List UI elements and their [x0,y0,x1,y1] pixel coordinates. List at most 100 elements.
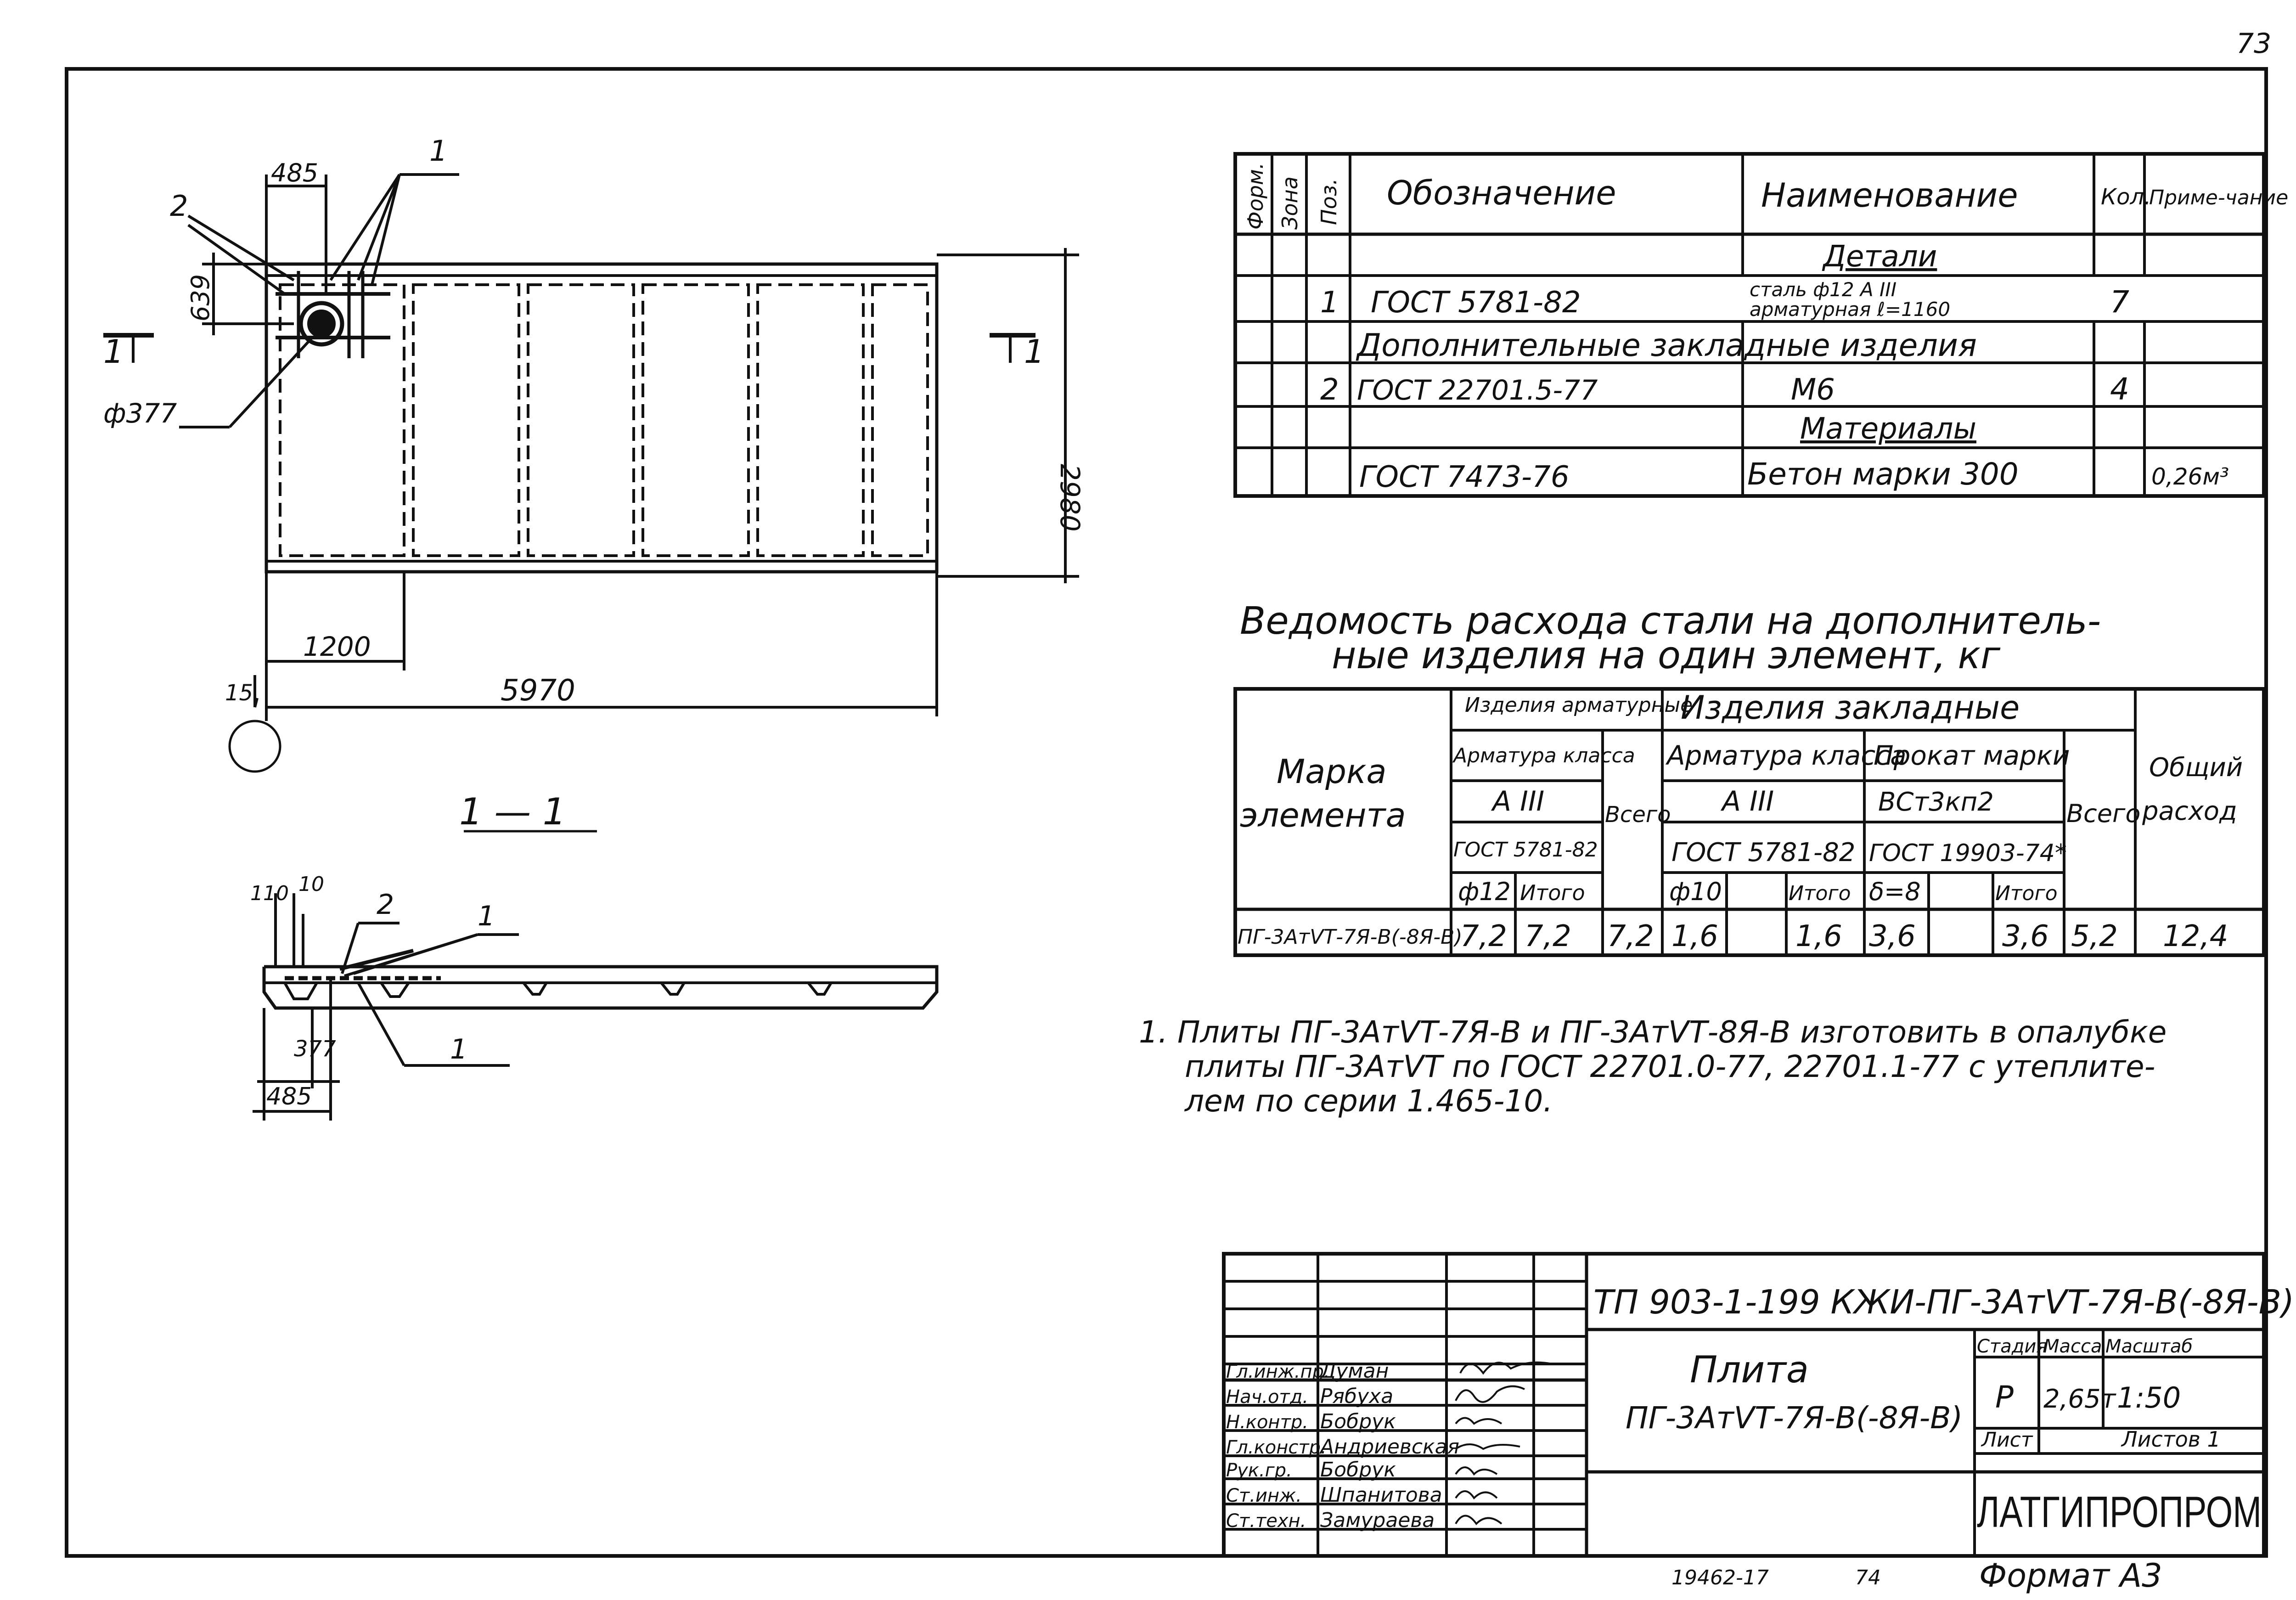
steel-arm-d12: ф12 [1458,877,1511,906]
spec-header-note: Приме-чание [2149,186,2288,209]
note-line-2: плиты ПГ-3АтVТ по ГОСТ 22701.0-77, 22701… [1185,1049,2155,1084]
tb-mass: 2,65т [2043,1384,2116,1414]
steel-row-vsego2: 5,2 [2071,919,2118,953]
note-line-1: 1. Плиты ПГ-3АтVТ-7Я-В и ПГ-3АтVТ-8Я-В и… [1139,1014,2167,1050]
tb-staff-role: Рук.гр. [1226,1460,1292,1481]
callout-1-plan: 1 [429,134,447,168]
tb-staff: Гл.инж.пр.ДуманНач.отд.РябухаН.контр.Боб… [1226,1359,1459,1532]
tb-sheets-label: Листов 1 [2121,1427,2221,1452]
spec-row2-name: М6 [1791,373,1835,407]
spec-section-extra: Дополнительные закладные изделия [1356,327,1977,364]
steel-row-arm-d12: 7,2 [1460,919,1507,953]
dim-5970: 5970 [501,674,575,708]
section-view [253,893,939,1121]
steel-emb-arm-d10: ф10 [1669,877,1722,906]
tb-staff-role: Нач.отд. [1226,1386,1308,1408]
callout-1b-section: 1 [450,1033,467,1065]
tb-stage-label: Стадия [1977,1336,2047,1357]
steel-row-arm-total: 7,2 [1525,919,1571,953]
tb-code: ТП 903-1-199 КЖИ-ПГ-3АтVТ-7Я-В(-8Я-В) [1593,1283,2294,1321]
dim-639: 639 [186,274,215,321]
steel-arm-grade: А ІІІ [1491,785,1544,817]
footer-sheet: 74 [1855,1566,1881,1589]
steel-row-emb-arm-total: 1,6 [1795,919,1842,953]
steel-emb-rolled-total: Итого [1995,882,2058,905]
tb-staff-role: Ст.инж. [1226,1485,1302,1506]
spec-table [1233,152,2266,498]
spec-header-format: Форм. [1243,163,1268,230]
tb-staff-name: Думан [1319,1359,1389,1383]
signatures [1455,1361,1553,1526]
steel-emb-rolled: Прокат марки [1874,740,2070,771]
steel-emb-arm-grade: А ІІІ [1720,785,1774,817]
tb-staff-role: Гл.инж.пр. [1226,1361,1330,1382]
tb-staff-name: Рябуха [1320,1385,1393,1408]
steel-arm-class: Арматура класса [1452,744,1635,767]
steel-row-mark: ПГ-3АтVТ-7Я-В(-8Я-В) [1238,925,1463,949]
spec-row1-pos: 1 [1320,286,1339,320]
steel-emb-arm-total: Итого [1789,882,1851,905]
tb-staff-role: Гл.констр. [1226,1437,1327,1458]
steel-emb-arm-class: Арматура класса [1665,740,1907,771]
steel-row-emb-d10: 1,6 [1671,919,1718,953]
steel-group-arm: Изделия арматурные [1465,693,1693,717]
footer-format: Формат А3 [1979,1557,2162,1594]
spec-row3-note: 0,26м³ [2151,463,2229,490]
hole-diameter-label: ф377 [103,398,177,429]
dim-485-plan: 485 [271,158,318,187]
dim-2980: 2980 [1054,464,1086,532]
sheet-frame [65,67,2268,1558]
steel-arm-total: Итого [1520,880,1585,905]
section-title: 1 — 1 [459,790,566,833]
spec-row1-name-bottom: арматурная ℓ=1160 [1750,298,1950,321]
steel-title-line1: Ведомость расхода стали на дополнитель- [1240,599,2101,643]
tb-name-line2: ПГ-3АтVТ-7Я-В(-8Я-В) [1626,1400,1963,1436]
spec-row2-qty: 4 [2110,372,2129,407]
steel-col-mark-2: элемента [1240,796,1406,834]
section-mark-left: 1 [103,333,124,371]
steel-title-line2: ные изделия на один элемент, кг [1332,634,2001,677]
tb-sheet-label: Лист [1981,1428,2033,1452]
steel-overall-2: расход [2142,796,2237,826]
callout-2-section: 2 [377,889,394,921]
steel-row-emb-rolled-total: 3,6 [2002,919,2049,953]
steel-overall-1: Общий [2149,753,2243,783]
tb-org: ЛАТГИПРОПРОМ [1977,1487,2262,1537]
tb-scale-label: Масштаб [2105,1336,2193,1357]
steel-row-vsego1: 7,2 [1607,919,1654,953]
tb-staff-name: Замураева [1320,1509,1435,1532]
spec-header-designation: Обозначение [1387,174,1616,212]
tb-staff-name: Бобрук [1320,1458,1396,1482]
spec-header-zone: Зона [1277,176,1302,230]
dim-377: 377 [294,1036,336,1062]
tb-staff-name: Андриевская [1319,1435,1459,1459]
steel-arm-gost: ГОСТ 5781-82 [1453,838,1598,862]
tb-name-line1: Плита [1690,1348,1809,1391]
spec-row3-designation: ГОСТ 7473-76 [1359,460,1570,494]
spec-section-details: Детали [1822,240,1937,274]
steel-table [1233,687,2266,957]
dim-1200: 1200 [303,631,371,662]
dim-110: 110 [250,882,289,905]
dim-10: 10 [298,873,324,896]
callout-1-section: 1 [478,900,495,932]
tb-scale: 1:50 [2117,1381,2181,1414]
tb-stage: Р [1995,1380,2014,1415]
spec-row2-pos: 2 [1320,373,1339,407]
spec-row1-qty: 7 [2110,284,2129,320]
tb-mass-label: Масса [2043,1336,2102,1357]
spec-row1-designation: ГОСТ 5781-82 [1371,286,1581,320]
steel-emb-rolled-grade: ВСт3кп2 [1878,787,1994,817]
steel-group-emb: Изделия закладные [1681,689,2020,727]
spec-header-qty: Кол. [2101,184,2151,210]
spec-header-name: Наименование [1761,176,2018,214]
title-block [1222,1252,2266,1558]
page-number: 73 [2236,28,2271,60]
spec-row2-designation: ГОСТ 22701.5-77 [1357,374,1598,406]
section-mark-right: 1 [1024,333,1045,371]
tb-staff-role: Ст.техн. [1226,1510,1306,1532]
spec-header-pos: Поз. [1317,178,1341,225]
steel-emb-rolled-gost: ГОСТ 19903-74* [1869,839,2067,867]
steel-vsego1: Всего [1605,802,1671,828]
